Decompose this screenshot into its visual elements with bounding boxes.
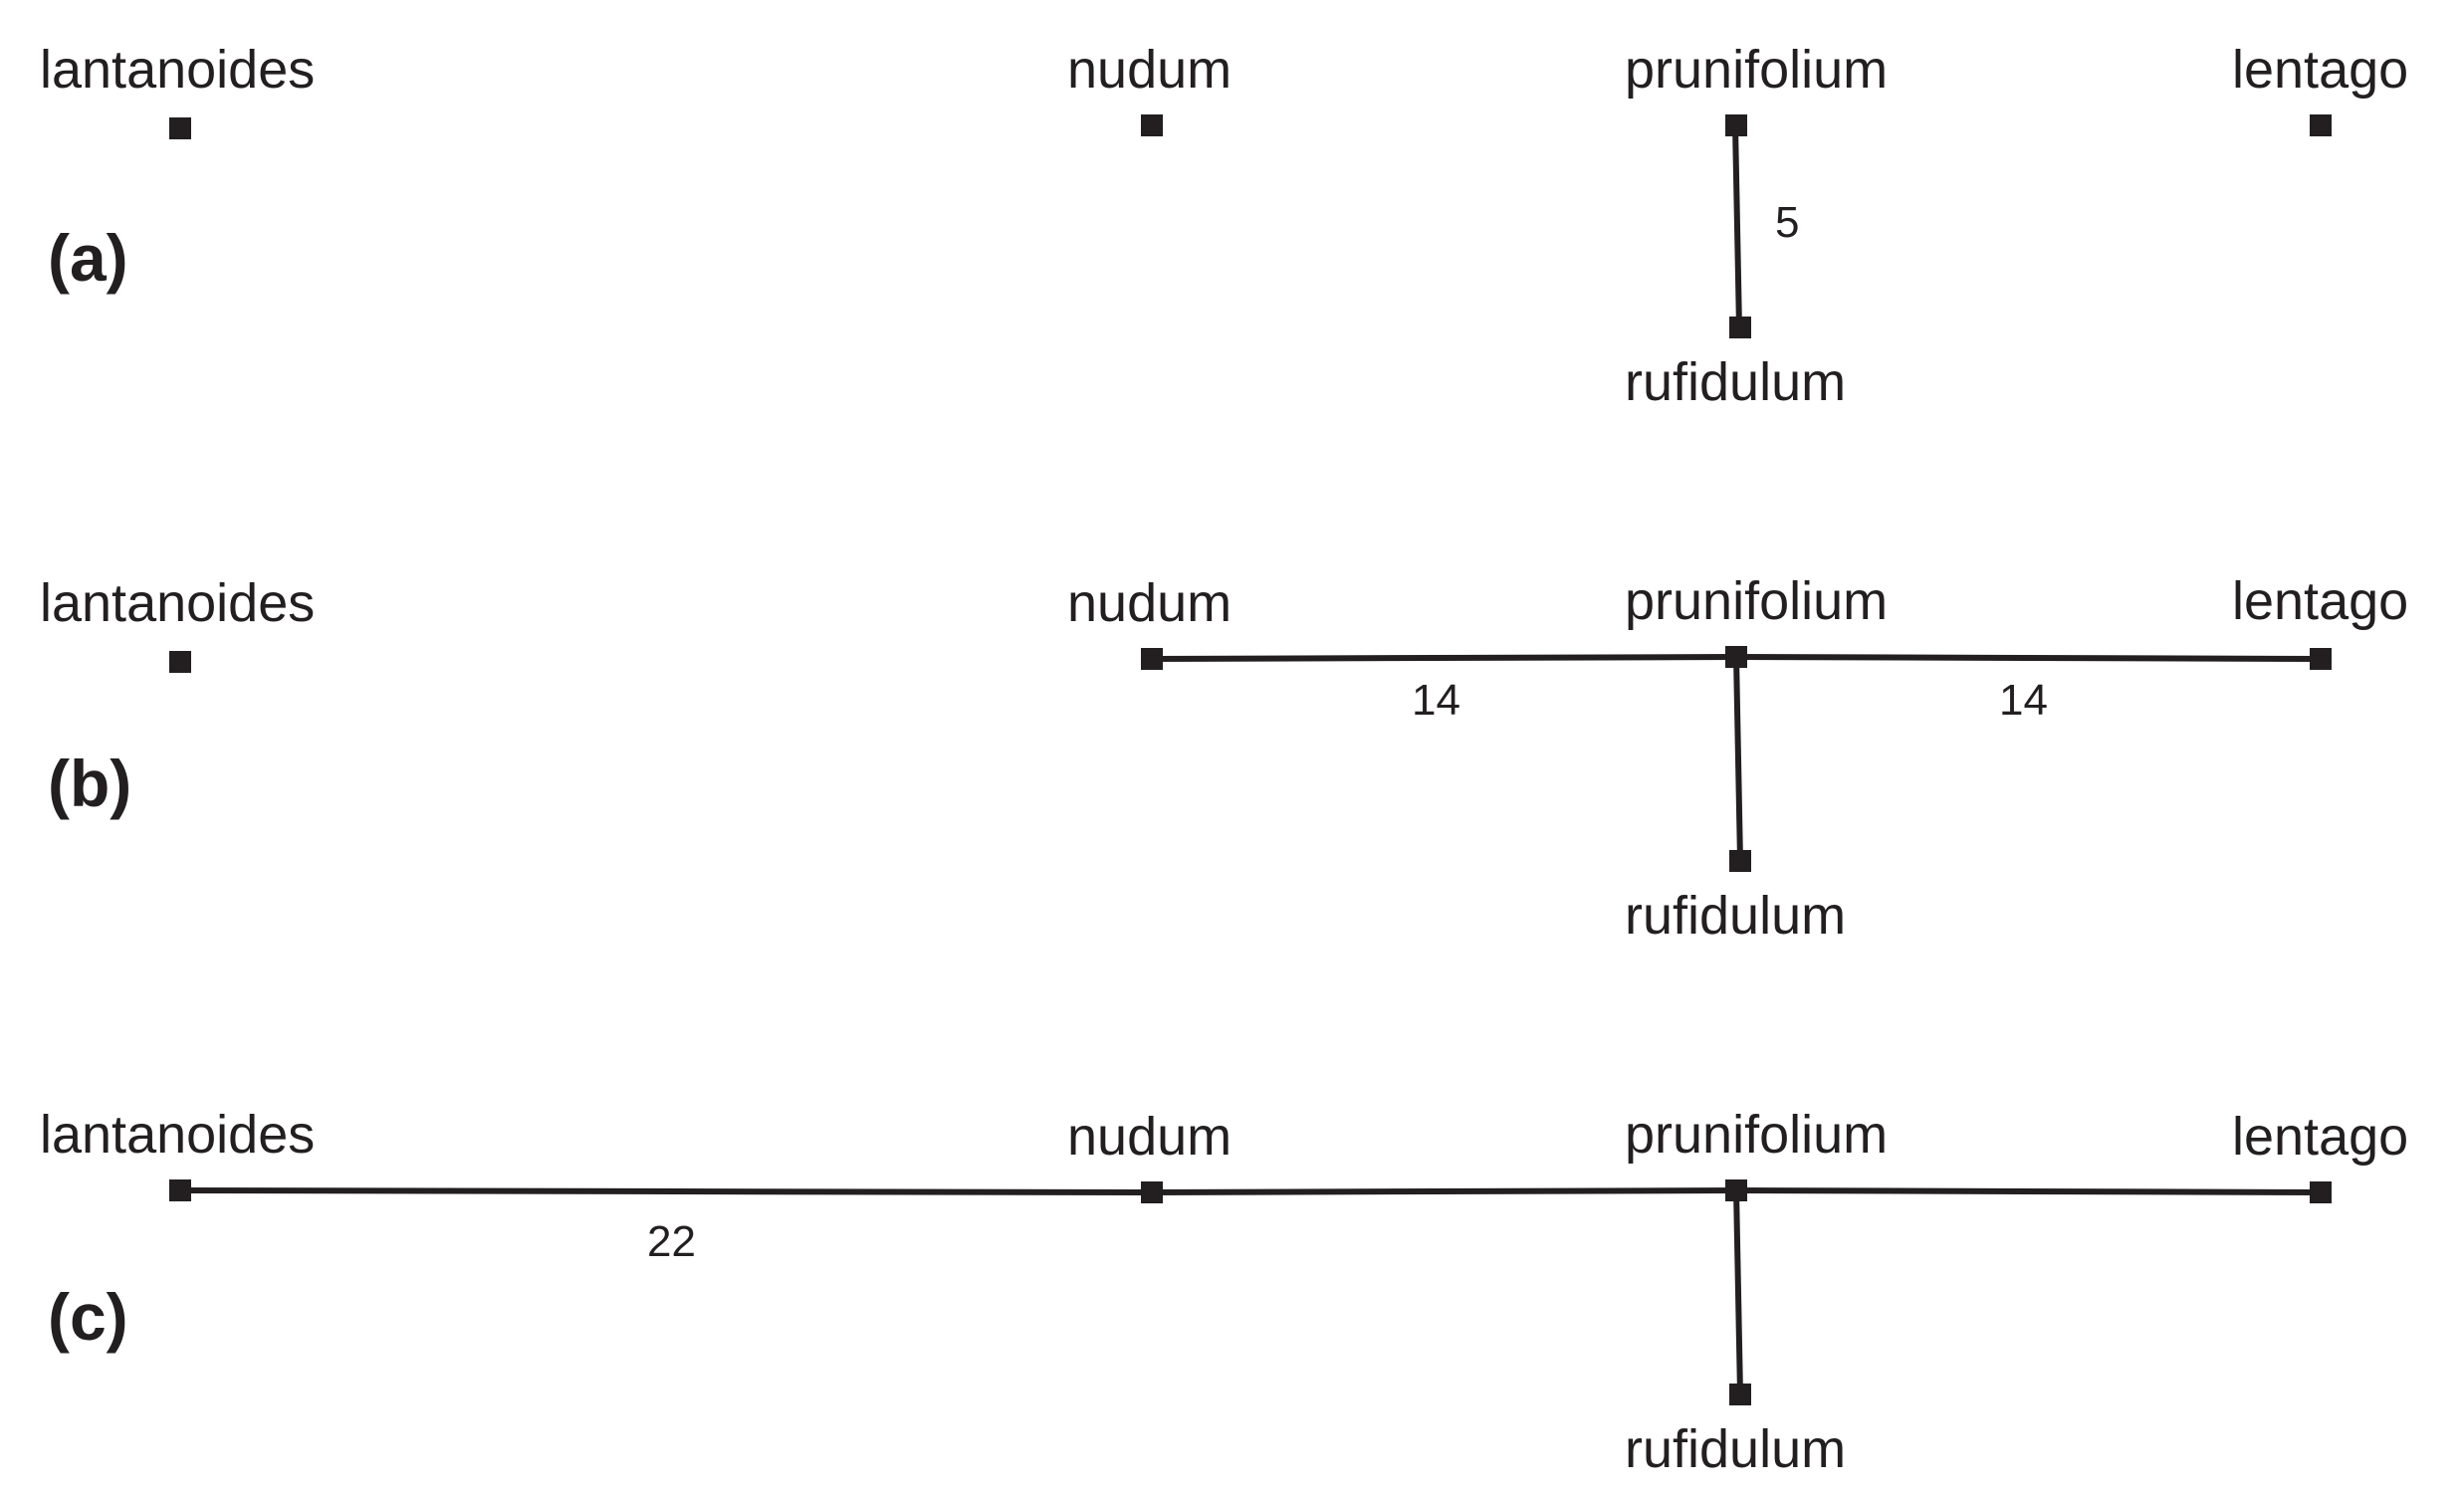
node-marker-rufidulum: [1729, 850, 1751, 872]
edge-label-prunifolium-lentago: 14: [1999, 676, 2048, 725]
panel-c: (c) 22 lantanoides nudum prunifolium len…: [40, 1105, 2408, 1479]
edge-label-prunifolium-rufidulum: 5: [1775, 198, 1799, 247]
node-marker-prunifolium: [1725, 114, 1747, 136]
node-label-nudum: nudum: [1067, 573, 1232, 633]
node-marker-prunifolium: [1725, 646, 1747, 668]
node-marker-lentago: [2310, 114, 2332, 136]
node-marker-lantanoides: [169, 1179, 191, 1201]
node-label-prunifolium: prunifolium: [1625, 1105, 1888, 1165]
node-label-prunifolium: prunifolium: [1625, 40, 1888, 100]
edge-prunifolium-rufidulum: [1732, 653, 1744, 865]
node-label-rufidulum: rufidulum: [1625, 1419, 1846, 1479]
node-label-lentago: lentago: [2232, 1107, 2408, 1167]
node-marker-lantanoides: [169, 117, 191, 139]
edge-label-nudum-prunifolium: 14: [1412, 676, 1460, 725]
node-label-prunifolium: prunifolium: [1625, 571, 1888, 631]
edge-prunifolium-rufidulum: [1732, 1186, 1744, 1398]
node-label-lentago: lentago: [2232, 40, 2408, 100]
panel-b: (b) 14 14 lantanoides nudum prunifolium …: [40, 571, 2408, 946]
node-marker-rufidulum: [1729, 1384, 1751, 1405]
panel-a: (a) 5 lantanoides nudum prunifolium lent…: [40, 40, 2408, 412]
edge-prunifolium-rufidulum: [1731, 121, 1743, 332]
panel-c-label: (c): [48, 1280, 128, 1354]
panel-a-label: (a): [48, 221, 128, 295]
node-label-lantanoides: lantanoides: [40, 1105, 315, 1165]
node-label-nudum: nudum: [1067, 40, 1232, 100]
panel-b-label: (b): [48, 746, 131, 820]
edge-lantanoides-nudum: [176, 1186, 1156, 1196]
node-label-nudum: nudum: [1067, 1107, 1232, 1167]
edge-nudum-prunifolium: [1148, 653, 1740, 663]
node-marker-prunifolium: [1725, 1179, 1747, 1201]
edge-prunifolium-lentago: [1732, 653, 2325, 663]
node-marker-nudum: [1141, 114, 1163, 136]
node-label-lentago: lentago: [2232, 571, 2408, 631]
edge-prunifolium-lentago: [1732, 1186, 2325, 1196]
node-label-lantanoides: lantanoides: [40, 573, 315, 633]
node-label-rufidulum: rufidulum: [1625, 886, 1846, 946]
node-label-rufidulum: rufidulum: [1625, 352, 1846, 412]
edge-label-lantanoides-nudum: 22: [647, 1217, 696, 1266]
node-marker-nudum: [1141, 648, 1163, 670]
node-marker-rufidulum: [1729, 317, 1751, 338]
node-marker-lentago: [2310, 648, 2332, 670]
node-marker-lantanoides: [169, 651, 191, 673]
node-marker-nudum: [1141, 1181, 1163, 1203]
node-label-lantanoides: lantanoides: [40, 40, 315, 100]
edge-nudum-prunifolium: [1148, 1186, 1740, 1196]
node-marker-lentago: [2310, 1181, 2332, 1203]
